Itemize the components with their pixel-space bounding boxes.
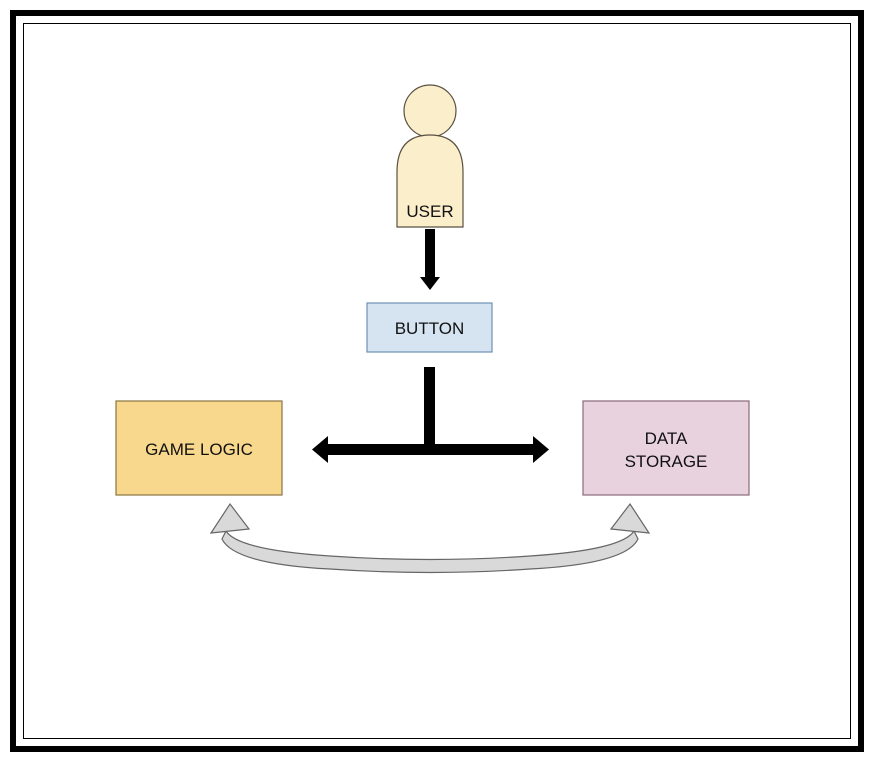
sync-arrow-body bbox=[221, 529, 639, 574]
button-node: BUTTON bbox=[366, 302, 493, 353]
user-head bbox=[403, 84, 457, 138]
sync-arrow bbox=[209, 502, 651, 574]
sync-arrow-left-head bbox=[209, 502, 251, 534]
data-storage-label-line1: DATA bbox=[645, 429, 688, 448]
user-actor: USER bbox=[396, 84, 464, 228]
split-bar bbox=[327, 444, 535, 455]
user-to-button-head bbox=[420, 277, 440, 290]
button-split-arrow bbox=[312, 367, 549, 463]
arrow-to-game-logic-head bbox=[312, 436, 328, 463]
user-body bbox=[396, 134, 464, 228]
game-logic-box bbox=[115, 400, 283, 496]
user-label: USER bbox=[406, 202, 453, 221]
arrow-to-data-storage-head bbox=[533, 436, 549, 463]
button-label: BUTTON bbox=[395, 319, 465, 338]
data-storage-label-line2: STORAGE bbox=[625, 452, 708, 471]
data-storage-node: DATA STORAGE bbox=[582, 400, 750, 496]
button-box bbox=[366, 302, 493, 353]
diagram-inner-border bbox=[23, 23, 851, 739]
user-to-button-arrow bbox=[420, 229, 440, 290]
game-logic-label: GAME LOGIC bbox=[145, 440, 253, 459]
game-logic-node: GAME LOGIC bbox=[115, 400, 283, 496]
sync-arrow-right-head bbox=[609, 502, 651, 534]
split-stem bbox=[424, 367, 435, 451]
user-to-button-shaft bbox=[425, 229, 435, 277]
data-storage-box bbox=[582, 400, 750, 496]
